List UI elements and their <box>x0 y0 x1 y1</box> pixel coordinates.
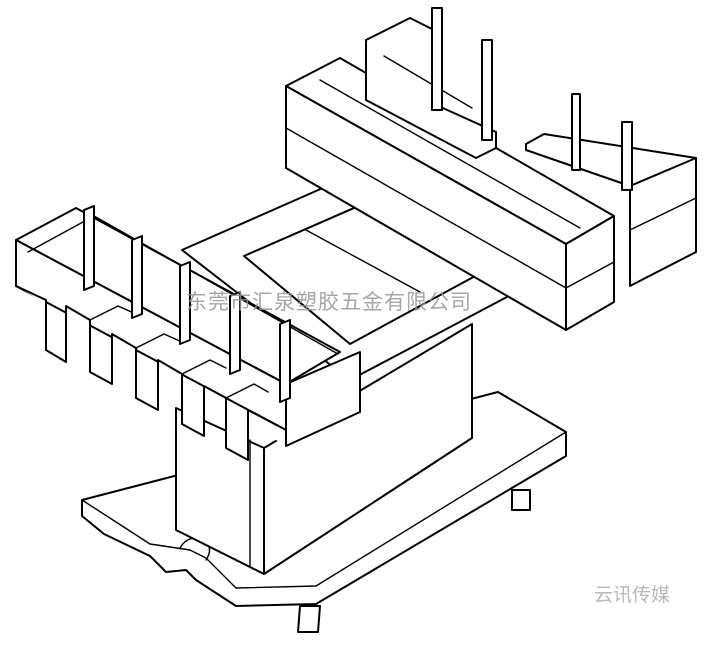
rear-right-bracket <box>525 93 697 287</box>
watermark-text: 东莞市汇泉塑胶五金有限公司 <box>186 290 472 314</box>
brand-watermark: 云讯传媒 <box>594 584 671 606</box>
rear-left-bracket <box>365 7 497 159</box>
rear-flange <box>285 57 615 331</box>
front-pins <box>83 205 291 403</box>
